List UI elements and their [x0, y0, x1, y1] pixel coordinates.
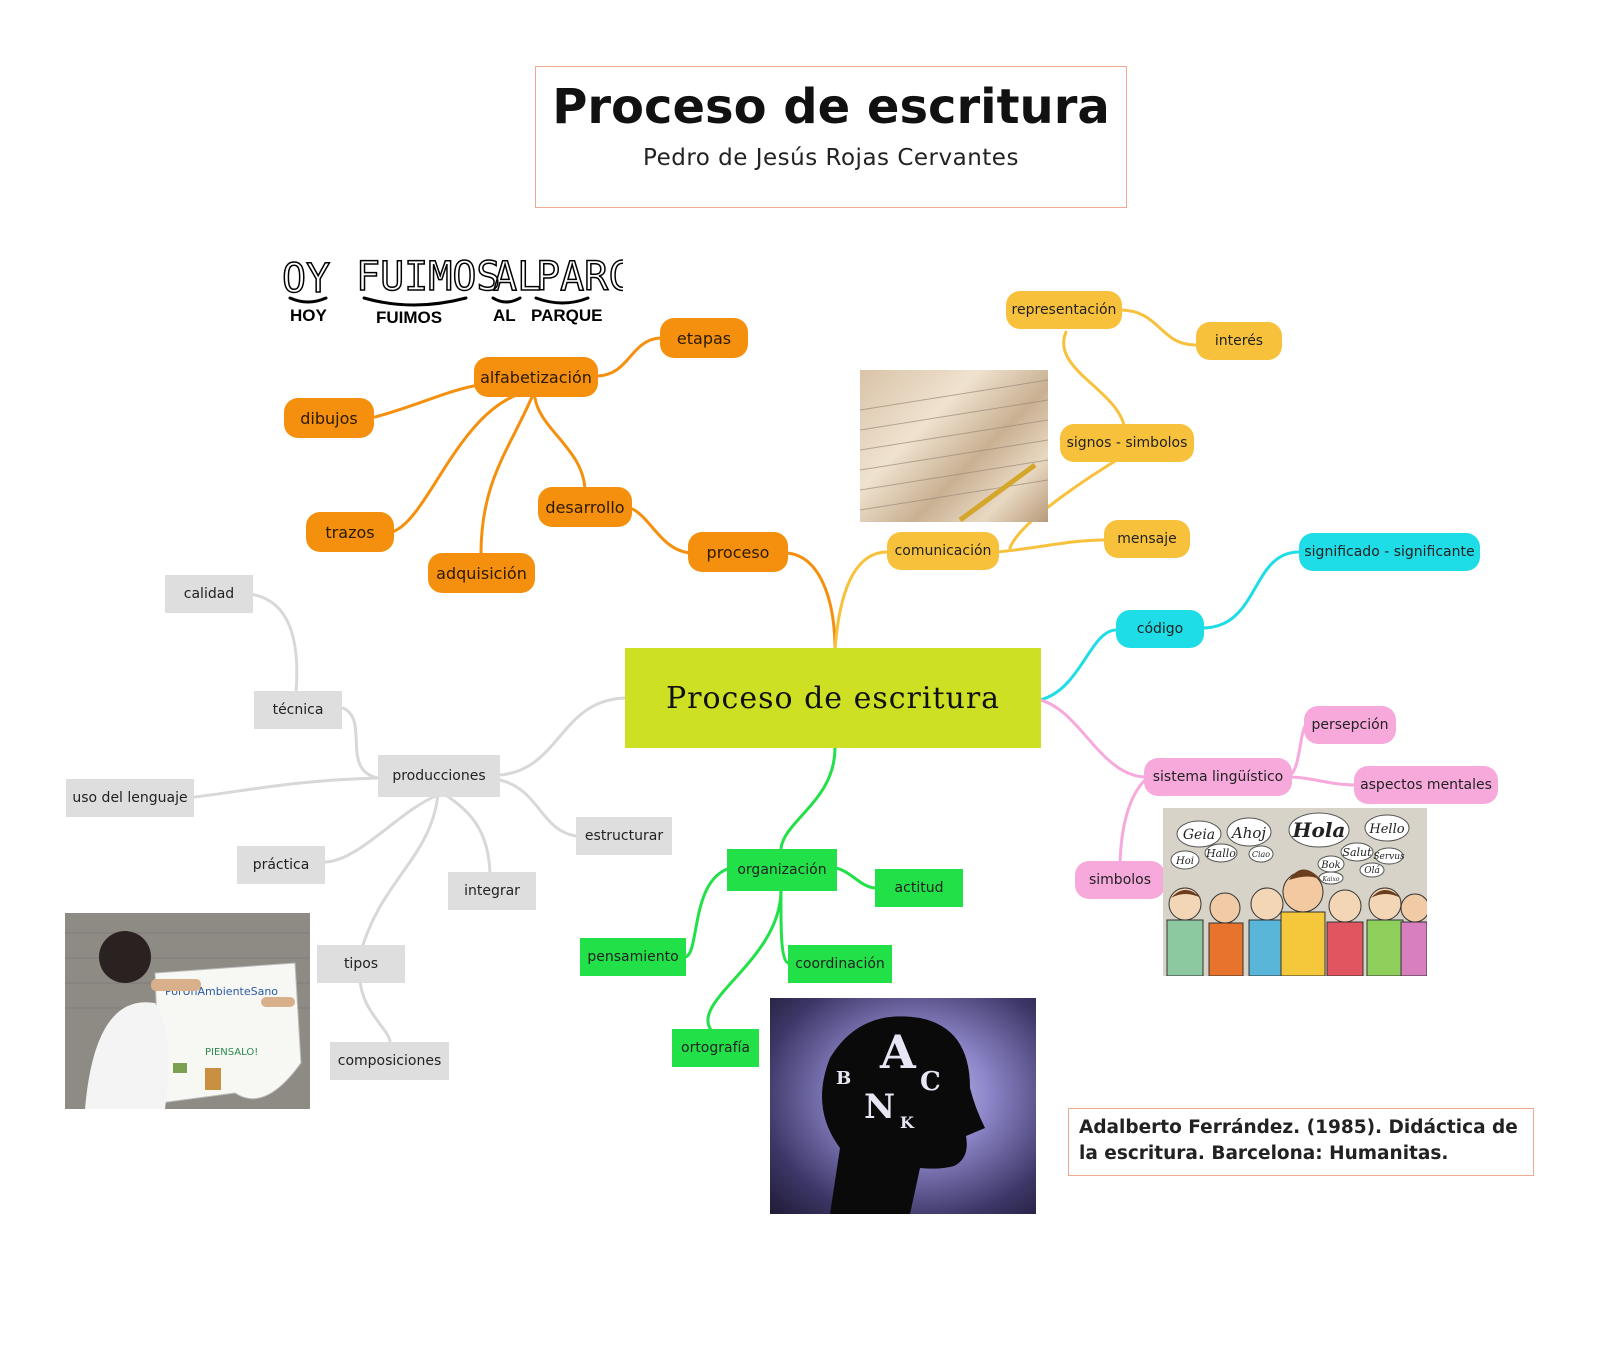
child-writing-strokes: OY FUIMOS AL PARCE	[281, 253, 623, 307]
node-producciones[interactable]: producciones	[378, 755, 500, 797]
greeting-servus: Servus	[1373, 852, 1405, 862]
node-calidad[interactable]: calidad	[165, 575, 253, 613]
greeting-ahoj: Ahoj	[1230, 824, 1267, 842]
greeting-hello: Hello	[1368, 822, 1404, 837]
greeting-kaixo: Kaixo	[1322, 876, 1340, 883]
greeting-hallo: Hallo	[1205, 847, 1236, 860]
paper-lines	[860, 379, 1048, 522]
svg-text:A: A	[879, 1025, 917, 1079]
central-node[interactable]: Proceso de escritura	[625, 648, 1041, 748]
node-representacion[interactable]: representación	[1006, 291, 1122, 329]
child-writing-image: OY FUIMOS AL PARCE HOY FUIMOS AL PARQUE	[278, 250, 623, 335]
author-name: Pedro de Jesús Rojas Cervantes	[643, 145, 1019, 171]
greeting-ciao: Ciao	[1252, 850, 1270, 859]
hw-al: AL	[493, 254, 541, 300]
label-hoy: HOY	[290, 306, 327, 325]
node-tecnica[interactable]: técnica	[254, 691, 342, 729]
node-interes[interactable]: interés	[1196, 322, 1282, 360]
node-dibujos[interactable]: dibujos	[284, 398, 374, 438]
svg-text:C: C	[920, 1067, 941, 1097]
node-composiciones[interactable]: composiciones	[330, 1042, 449, 1080]
svg-text:K: K	[900, 1113, 915, 1132]
label-fuimos: FUIMOS	[376, 308, 443, 327]
node-desarrollo[interactable]: desarrollo	[538, 487, 632, 527]
handwriting-paper-image	[860, 370, 1048, 522]
node-etapas[interactable]: etapas	[660, 318, 748, 358]
node-signos-simbolos[interactable]: signos - simbolos	[1060, 424, 1194, 462]
greetings-crowd-image: Geia Ahoj Hola Hello Hoi Hallo Ciao Salu…	[1163, 808, 1427, 976]
node-estructurar[interactable]: estructurar	[576, 817, 672, 855]
page-title: Proceso de escritura	[552, 79, 1110, 135]
svg-text:N: N	[864, 1087, 895, 1127]
node-organizacion[interactable]: organización	[727, 849, 837, 891]
node-persepcion[interactable]: persepción	[1304, 706, 1396, 744]
label-al: AL	[493, 306, 516, 325]
node-proceso[interactable]: proceso	[688, 532, 788, 572]
node-uso-del-lenguaje[interactable]: uso del lenguaje	[66, 779, 194, 817]
node-aspectos-mentales[interactable]: aspectos mentales	[1354, 766, 1498, 804]
node-alfabetizacion[interactable]: alfabetización	[474, 357, 598, 397]
hw-oy: OY	[282, 256, 330, 302]
node-simbolos[interactable]: simbolos	[1075, 861, 1165, 899]
poster-slogan: PIENSALO!	[205, 1047, 258, 1058]
node-actitud[interactable]: actitud	[875, 869, 963, 907]
greeting-salut: Salut	[1342, 846, 1372, 859]
node-mensaje[interactable]: mensaje	[1104, 520, 1190, 558]
greeting-ola: Olá	[1364, 865, 1380, 876]
poster-photo-image: PorUnAmbienteSano PIENSALO!	[65, 913, 310, 1109]
node-ortografia[interactable]: ortografía	[672, 1029, 759, 1067]
greeting-bok: Bok	[1320, 860, 1340, 871]
node-practica[interactable]: práctica	[237, 846, 325, 884]
poster-scene: PorUnAmbienteSano PIENSALO!	[65, 931, 310, 1109]
node-codigo[interactable]: código	[1116, 610, 1204, 648]
node-trazos[interactable]: trazos	[306, 512, 394, 552]
node-integrar[interactable]: integrar	[448, 872, 536, 910]
letters-head-image: A N C B K	[770, 998, 1036, 1214]
node-sistema-linguistico[interactable]: sistema lingüístico	[1144, 758, 1292, 796]
label-parque: PARQUE	[531, 306, 603, 325]
node-pensamiento[interactable]: pensamiento	[580, 938, 686, 976]
crowd-illustration: Geia Ahoj Hola Hello Hoi Hallo Ciao Salu…	[1166, 812, 1427, 976]
node-adquisicion[interactable]: adquisición	[428, 553, 535, 593]
greeting-geia: Geia	[1183, 827, 1215, 843]
node-comunicacion[interactable]: comunicación	[887, 532, 999, 570]
head-silhouette: A N C B K	[822, 1016, 985, 1214]
greeting-hoi: Hoi	[1175, 856, 1194, 867]
node-tipos[interactable]: tipos	[317, 945, 405, 983]
hw-parce: PARCE	[536, 254, 623, 300]
node-coordinacion[interactable]: coordinación	[788, 945, 892, 983]
title-box: Proceso de escritura Pedro de Jesús Roja…	[535, 66, 1127, 208]
svg-text:B: B	[836, 1068, 851, 1089]
node-significado-significante[interactable]: significado - significante	[1299, 533, 1480, 571]
reference-box: Adalberto Ferrández. (1985). Didáctica d…	[1068, 1108, 1534, 1176]
hw-fuimos: FUIMOS	[356, 254, 501, 300]
greeting-hola: Hola	[1292, 818, 1346, 842]
